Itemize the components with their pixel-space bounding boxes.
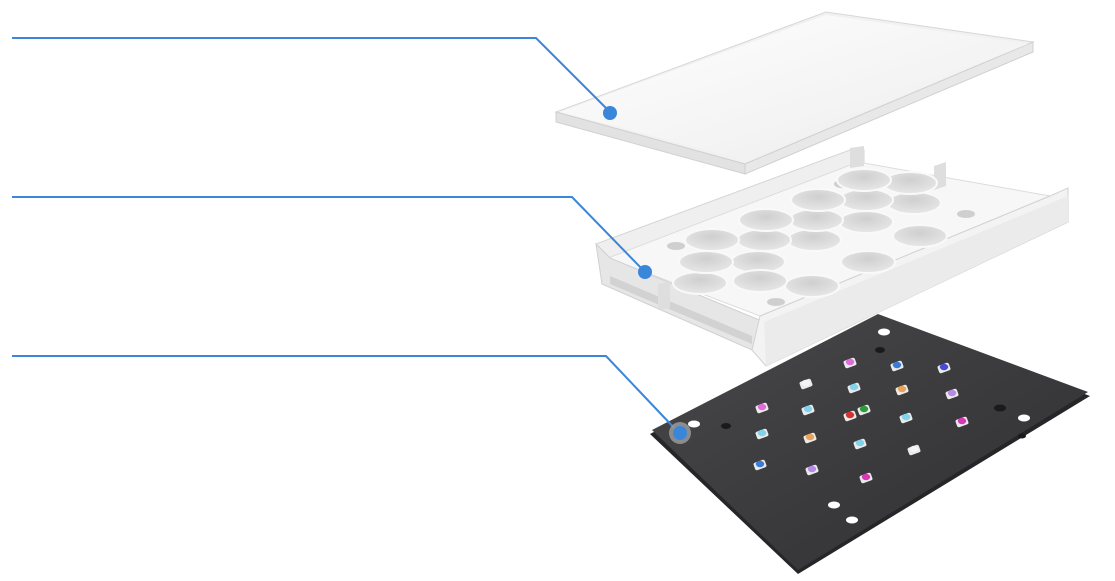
led-cyan (849, 383, 859, 391)
led-array (753, 357, 969, 484)
led-orange (897, 385, 907, 393)
reflector-cell (732, 269, 788, 293)
led-blue (755, 460, 765, 468)
diffuser-sheet (554, 11, 1035, 175)
reflector-cell (892, 224, 948, 248)
led-cyan (855, 439, 865, 447)
led-indigo (939, 363, 949, 371)
reflector-cell (786, 228, 842, 252)
led-white (909, 445, 919, 453)
led-violet (947, 389, 957, 397)
led-cyan (803, 405, 813, 413)
mount-hole (875, 347, 885, 353)
reflector-cell (790, 188, 846, 212)
reflector-cell (838, 188, 894, 212)
led-green (859, 405, 869, 413)
callouts (12, 37, 691, 444)
led-magenta (957, 417, 967, 425)
mount-hole (721, 423, 731, 429)
callout-dot-reflector[interactable] (638, 265, 652, 279)
mount-hole (846, 516, 858, 524)
led-pink (757, 403, 767, 411)
reflector-cells (672, 168, 948, 298)
mount-hole (1018, 433, 1026, 439)
mount-hole (878, 328, 890, 336)
reflector-cell (684, 228, 740, 252)
reflector-cell (836, 168, 892, 192)
reflector-cell (678, 250, 734, 274)
led-magenta (861, 473, 871, 481)
reflector-cell (788, 208, 844, 232)
mount-hole (688, 420, 700, 428)
led-pink (845, 358, 855, 366)
reflector-cell (838, 210, 894, 234)
callout-dot-diffuser[interactable] (603, 106, 617, 120)
mount-hole (1018, 414, 1030, 422)
mount-hole (994, 404, 1006, 412)
callout-line-diffuser (12, 37, 611, 113)
reflector-cell (672, 271, 728, 295)
reflector-cell (738, 208, 794, 232)
reflector-grid (595, 146, 1069, 367)
led-cyan (901, 413, 911, 421)
reflector-cell (886, 191, 942, 215)
led-white (801, 379, 811, 387)
reflector-cell (736, 228, 792, 252)
led-red (845, 411, 855, 419)
reflector-cell (784, 274, 840, 298)
led-board (650, 314, 1090, 574)
callout-line-reflector (12, 196, 645, 272)
led-blue (892, 361, 902, 369)
led-violet (807, 465, 817, 473)
led-cyan (757, 429, 767, 437)
callout-line-led-board (12, 355, 679, 433)
led-orange (805, 433, 815, 441)
callout-dot-led-board[interactable] (673, 426, 687, 440)
reflector-cell (840, 250, 896, 274)
mount-hole (828, 501, 840, 509)
